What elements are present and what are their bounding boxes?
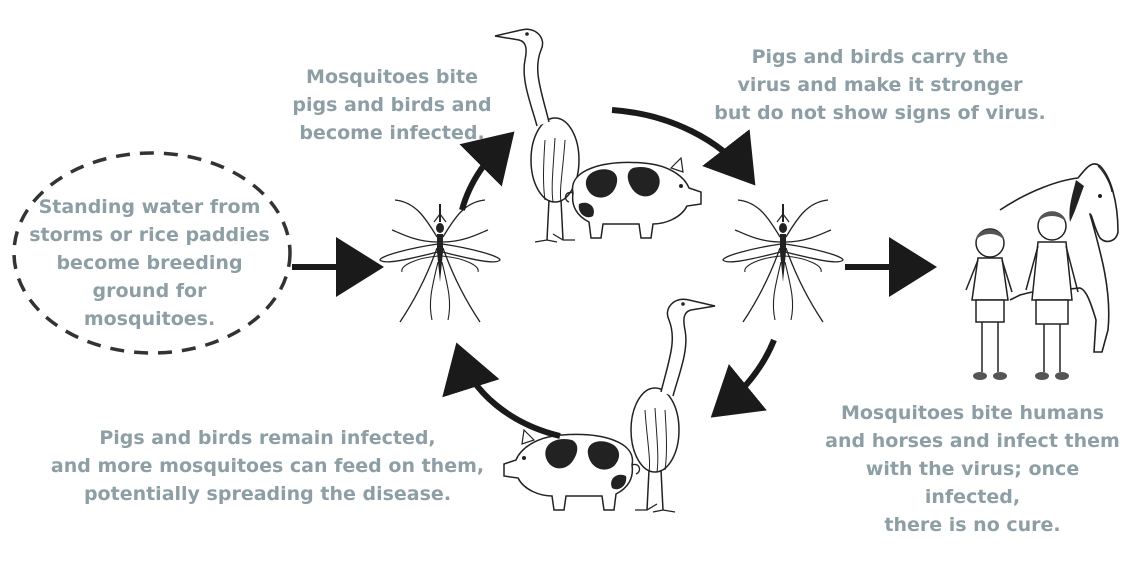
mosquito-icon-left [380, 200, 500, 322]
caption-breeding-ground: Standing water from storms or rice paddi… [22, 193, 277, 333]
caption-remain-infected: Pigs and birds remain infected, and more… [40, 424, 495, 508]
caption-carry-virus: Pigs and birds carry the virus and make … [690, 43, 1070, 127]
pig-icon-bottom [504, 430, 639, 510]
arrow-right-to-bottom [720, 340, 774, 410]
caption-mosquitoes-bite-pigs-birds: Mosquitoes bite pigs and birds and becom… [282, 63, 502, 147]
caption-bite-humans-horses: Mosquitoes bite humans and horses and in… [815, 399, 1130, 539]
pig-icon-top [566, 158, 701, 238]
crane-icon-top [495, 29, 579, 242]
mosquito-icon-right [723, 200, 843, 322]
crane-icon-bottom [631, 299, 715, 512]
